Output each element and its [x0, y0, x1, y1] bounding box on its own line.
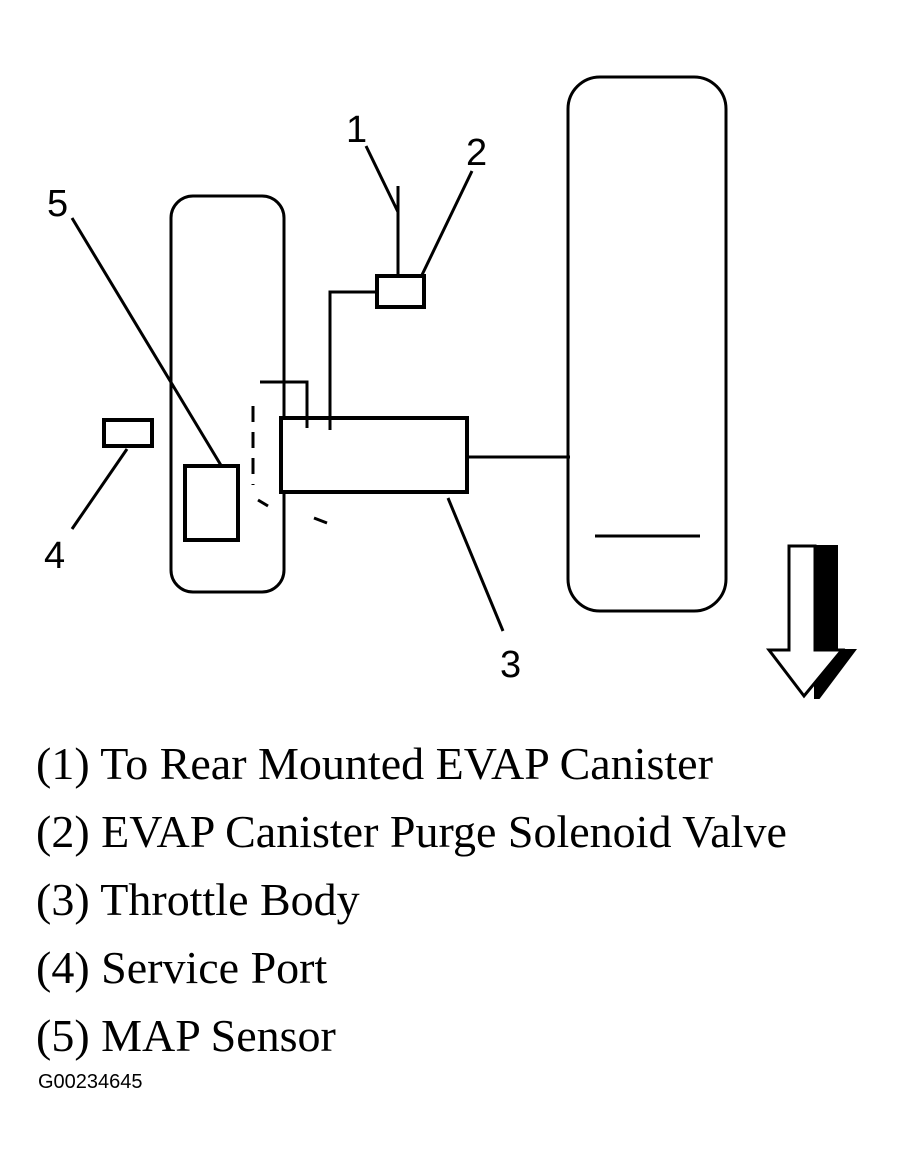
legend-item: (1) To Rear Mounted EVAP Canister: [36, 738, 713, 789]
service-port: [102, 418, 154, 448]
callout-4: 4: [44, 535, 65, 577]
leader-line-5: [70, 217, 224, 468]
down-arrow-icon: [765, 544, 857, 699]
air-cleaner: [566, 75, 728, 613]
purge-solenoid-valve: [375, 274, 426, 309]
leader-line-2: [419, 170, 474, 278]
legend: (1) To Rear Mounted EVAP Canister (2) EV…: [36, 730, 787, 1070]
hidden-line-tick: [313, 516, 328, 525]
callout-3: 3: [500, 644, 521, 686]
legend-item: (2) EVAP Canister Purge Solenoid Valve: [36, 806, 787, 857]
callout-1: 1: [346, 109, 367, 151]
hidden-line-tick: [257, 498, 269, 508]
vacuum-fitting: [260, 380, 309, 428]
map-sensor: [183, 464, 240, 542]
callout-2: 2: [466, 132, 487, 174]
throttle-body: [279, 416, 469, 494]
legend-item: (3) Throttle Body: [36, 874, 360, 925]
figure-id: G00234645: [38, 1071, 143, 1093]
purge-line: [328, 290, 378, 430]
leader-line-4: [70, 448, 129, 530]
leader-line-3: [446, 497, 505, 632]
evap-diagram: 1 2 3 4 5: [44, 75, 857, 699]
legend-item: (4) Service Port: [36, 942, 328, 993]
callout-5: 5: [47, 183, 68, 225]
intake-manifold: [169, 194, 286, 594]
leader-line-1: [364, 145, 400, 213]
legend-item: (5) MAP Sensor: [36, 1010, 336, 1061]
